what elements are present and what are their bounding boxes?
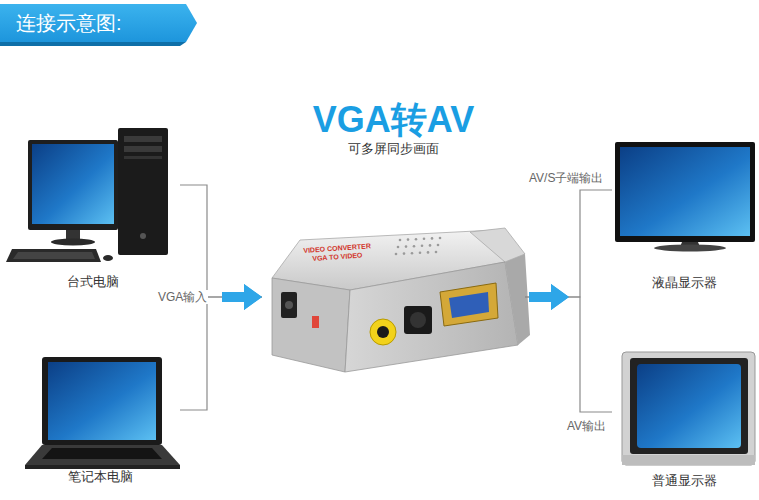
illustration-part (437, 244, 440, 247)
title-ribbon (0, 4, 197, 42)
crt-screen (637, 364, 741, 448)
laptop-lid (42, 357, 162, 445)
crt-base (622, 455, 755, 465)
illustration-part (415, 238, 418, 241)
vga-socket (449, 292, 489, 318)
ribbon-shadow (0, 42, 186, 46)
drive-bay (124, 136, 162, 142)
illustration-part (419, 252, 422, 255)
illustration-part (423, 238, 426, 241)
node-label: 普通显示器 (652, 472, 717, 490)
port-label: AV/S子端输出 (528, 171, 604, 185)
s-video-port (404, 306, 432, 334)
speaker-grille (395, 237, 442, 256)
rca-hole (377, 326, 389, 338)
illustration-part (413, 245, 416, 248)
converter-side (272, 278, 350, 372)
lcd-base (654, 245, 726, 252)
illustration-part (439, 237, 442, 240)
illustration-part (429, 244, 432, 247)
device-node: 液晶显示器 (612, 138, 757, 298)
pc-tower (118, 128, 168, 255)
device-node: 普通显示器 (612, 348, 757, 496)
illustration-part (435, 251, 438, 254)
crt-bezel (630, 358, 748, 454)
power-jack (281, 292, 297, 318)
vga-port (440, 283, 498, 326)
power-button (140, 233, 146, 239)
illustration-part (405, 245, 408, 248)
illustration-part (399, 239, 402, 242)
lcd-bezel (615, 142, 755, 242)
connector (180, 185, 262, 297)
node-label: 台式电脑 (67, 273, 119, 291)
node-subtitle: 可多屏同步画面 (348, 140, 439, 158)
power-jack-hole (285, 301, 293, 309)
laptop-base (25, 445, 180, 465)
laptop-edge (25, 465, 180, 469)
switch (312, 316, 319, 328)
converter-port-end (470, 228, 525, 262)
device-node: VGA转AV可多屏同步画面 (262, 100, 525, 372)
crt-case (622, 352, 755, 465)
illustration-part (421, 245, 424, 248)
illustration-part (411, 252, 414, 255)
illustration-part (397, 246, 400, 249)
connector (525, 190, 612, 297)
node-label: 笔记本电脑 (68, 468, 133, 486)
illustration-part (431, 237, 434, 240)
connector (525, 297, 612, 412)
port-label: VGA输入 (157, 290, 208, 304)
rca-jack (370, 319, 396, 345)
lcd-screen (620, 147, 750, 236)
laptop-keyboard (42, 448, 162, 459)
monitor-screen (32, 144, 114, 224)
converter-front (345, 262, 518, 372)
drive-bay (124, 156, 162, 159)
connector (180, 297, 262, 410)
diagram-title: 连接示意图: (16, 11, 122, 35)
mouse (103, 255, 113, 261)
drive-bay (124, 146, 162, 152)
device-node: 台式电脑 (5, 122, 180, 297)
node-label: VGA转AV (313, 100, 474, 140)
converter-end (505, 254, 530, 345)
s-video-socket (410, 312, 426, 328)
port-label: AV输出 (566, 419, 607, 433)
monitor-bezel (28, 140, 118, 230)
illustration-part (395, 253, 398, 256)
node-label: 液晶显示器 (652, 274, 717, 292)
illustration-part (407, 238, 410, 241)
keyboard-keys (13, 252, 95, 259)
illustration-part (427, 251, 430, 254)
laptop-screen (48, 362, 156, 440)
monitor-base (51, 239, 95, 246)
device-node: 笔记本电脑 (20, 352, 180, 492)
illustration-part (403, 252, 406, 255)
keyboard (6, 249, 101, 262)
